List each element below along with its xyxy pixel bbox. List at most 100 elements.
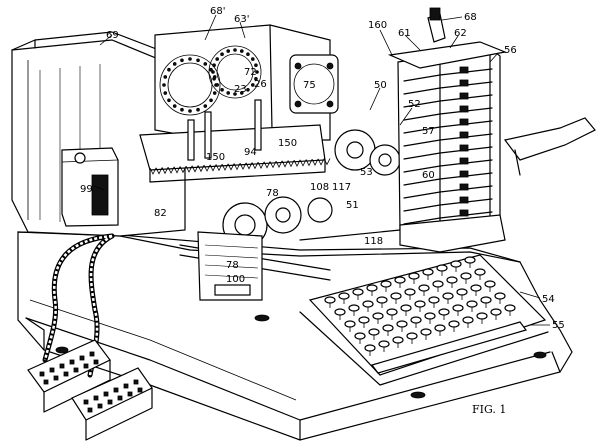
key-cap bbox=[366, 284, 378, 292]
panel-dot bbox=[180, 107, 184, 112]
rack-tooth bbox=[311, 158, 319, 166]
key-cap bbox=[324, 296, 336, 304]
plug-pin bbox=[53, 375, 59, 381]
reference-labels: 69 68' 63' 160 61 68 62 56 72 23 26 75 5… bbox=[80, 6, 565, 416]
panel-dot bbox=[233, 48, 237, 52]
plug-pin bbox=[89, 351, 95, 357]
panel-dot bbox=[215, 83, 220, 87]
key-cap bbox=[422, 268, 434, 276]
rotor-tab bbox=[459, 209, 469, 217]
key-cap bbox=[470, 284, 482, 292]
key-cap bbox=[354, 332, 366, 340]
plug-pin bbox=[83, 363, 89, 369]
label-100: 100 bbox=[226, 274, 245, 285]
panel-dot bbox=[203, 104, 208, 108]
panel-dot bbox=[209, 98, 213, 103]
panel-dot bbox=[167, 67, 171, 72]
panel-dot bbox=[233, 92, 237, 96]
rotor-fin bbox=[403, 107, 493, 121]
rotor-tab bbox=[459, 118, 469, 126]
key-cap bbox=[464, 256, 476, 264]
plug-pin bbox=[63, 371, 69, 377]
label-150-right: 150 bbox=[278, 138, 297, 149]
mechanism bbox=[139, 99, 401, 281]
key-cap bbox=[396, 320, 408, 328]
panel-dot bbox=[162, 83, 166, 87]
key-cap bbox=[372, 312, 384, 320]
rack-tooth bbox=[239, 162, 247, 170]
panel-dot bbox=[246, 52, 250, 57]
panel-dot bbox=[254, 76, 258, 81]
key-cap bbox=[474, 268, 486, 276]
rotor-tab bbox=[459, 183, 469, 191]
plug-pin bbox=[103, 391, 109, 397]
key-cap bbox=[404, 288, 416, 296]
label-108: 108 bbox=[310, 182, 329, 193]
panel-dot bbox=[167, 98, 171, 103]
figure-label: FIG. 1 bbox=[472, 403, 506, 416]
panel-dot bbox=[188, 109, 192, 113]
panel-dot bbox=[196, 58, 200, 63]
plug-pin bbox=[83, 399, 89, 405]
label-54: 54 bbox=[542, 294, 555, 305]
rotor-fin bbox=[403, 68, 493, 82]
label-117: 117 bbox=[332, 182, 351, 193]
label-68: 68 bbox=[464, 12, 477, 23]
rack-tooth bbox=[179, 166, 187, 174]
key-cap bbox=[390, 292, 402, 300]
panel-dot bbox=[211, 70, 215, 74]
panel-dot bbox=[196, 107, 200, 112]
label-94: 94 bbox=[244, 147, 257, 158]
key-cap bbox=[452, 304, 464, 312]
key-cap bbox=[420, 328, 432, 336]
rotor-tab bbox=[459, 157, 469, 165]
key-cap bbox=[424, 312, 436, 320]
rack-tooth bbox=[155, 167, 163, 175]
left-panel bbox=[11, 31, 186, 237]
rotor-tab bbox=[459, 105, 469, 113]
panel-dot bbox=[250, 57, 255, 61]
rack-tooth bbox=[221, 163, 229, 171]
plug-pin bbox=[127, 391, 133, 397]
rotor-tab bbox=[459, 79, 469, 87]
rotor-tab bbox=[459, 170, 469, 178]
rotor-fin bbox=[403, 146, 493, 160]
key-cap bbox=[446, 276, 458, 284]
label-118: 118 bbox=[364, 236, 383, 247]
plug-pin bbox=[43, 379, 49, 385]
panel-dot bbox=[246, 87, 250, 92]
plug-pin bbox=[97, 403, 103, 409]
label-50: 50 bbox=[374, 80, 387, 91]
plug-pin bbox=[123, 383, 129, 389]
label-68-prime: 68' bbox=[210, 6, 225, 17]
panel-dot bbox=[212, 91, 217, 95]
label-150-left: 150 bbox=[206, 152, 225, 163]
key-cap bbox=[392, 336, 404, 344]
key-cap bbox=[368, 328, 380, 336]
key-cap bbox=[434, 324, 446, 332]
key-cap bbox=[432, 280, 444, 288]
key-cap bbox=[438, 308, 450, 316]
key-cap bbox=[352, 288, 364, 296]
key-cap bbox=[410, 316, 422, 324]
label-52: 52 bbox=[408, 99, 421, 110]
rack-tooth bbox=[269, 161, 277, 169]
rack-tooth bbox=[215, 164, 223, 172]
rack-tooth bbox=[251, 162, 259, 170]
label-26: 26 bbox=[254, 79, 267, 90]
key-cap bbox=[376, 296, 388, 304]
key-cap bbox=[358, 316, 370, 324]
cable-with-plugs bbox=[27, 233, 153, 441]
panel-dot bbox=[226, 49, 231, 53]
key-cap bbox=[382, 324, 394, 332]
key-cap bbox=[408, 272, 420, 280]
plug-pin bbox=[93, 395, 99, 401]
rack-tooth bbox=[227, 163, 235, 171]
rack-tooth bbox=[203, 164, 211, 172]
key-cap bbox=[442, 292, 454, 300]
plug-pin bbox=[87, 407, 93, 413]
panel-dot bbox=[209, 67, 213, 72]
key-cap bbox=[334, 308, 346, 316]
rack-tooth bbox=[209, 164, 217, 172]
rack-tooth bbox=[287, 160, 295, 168]
